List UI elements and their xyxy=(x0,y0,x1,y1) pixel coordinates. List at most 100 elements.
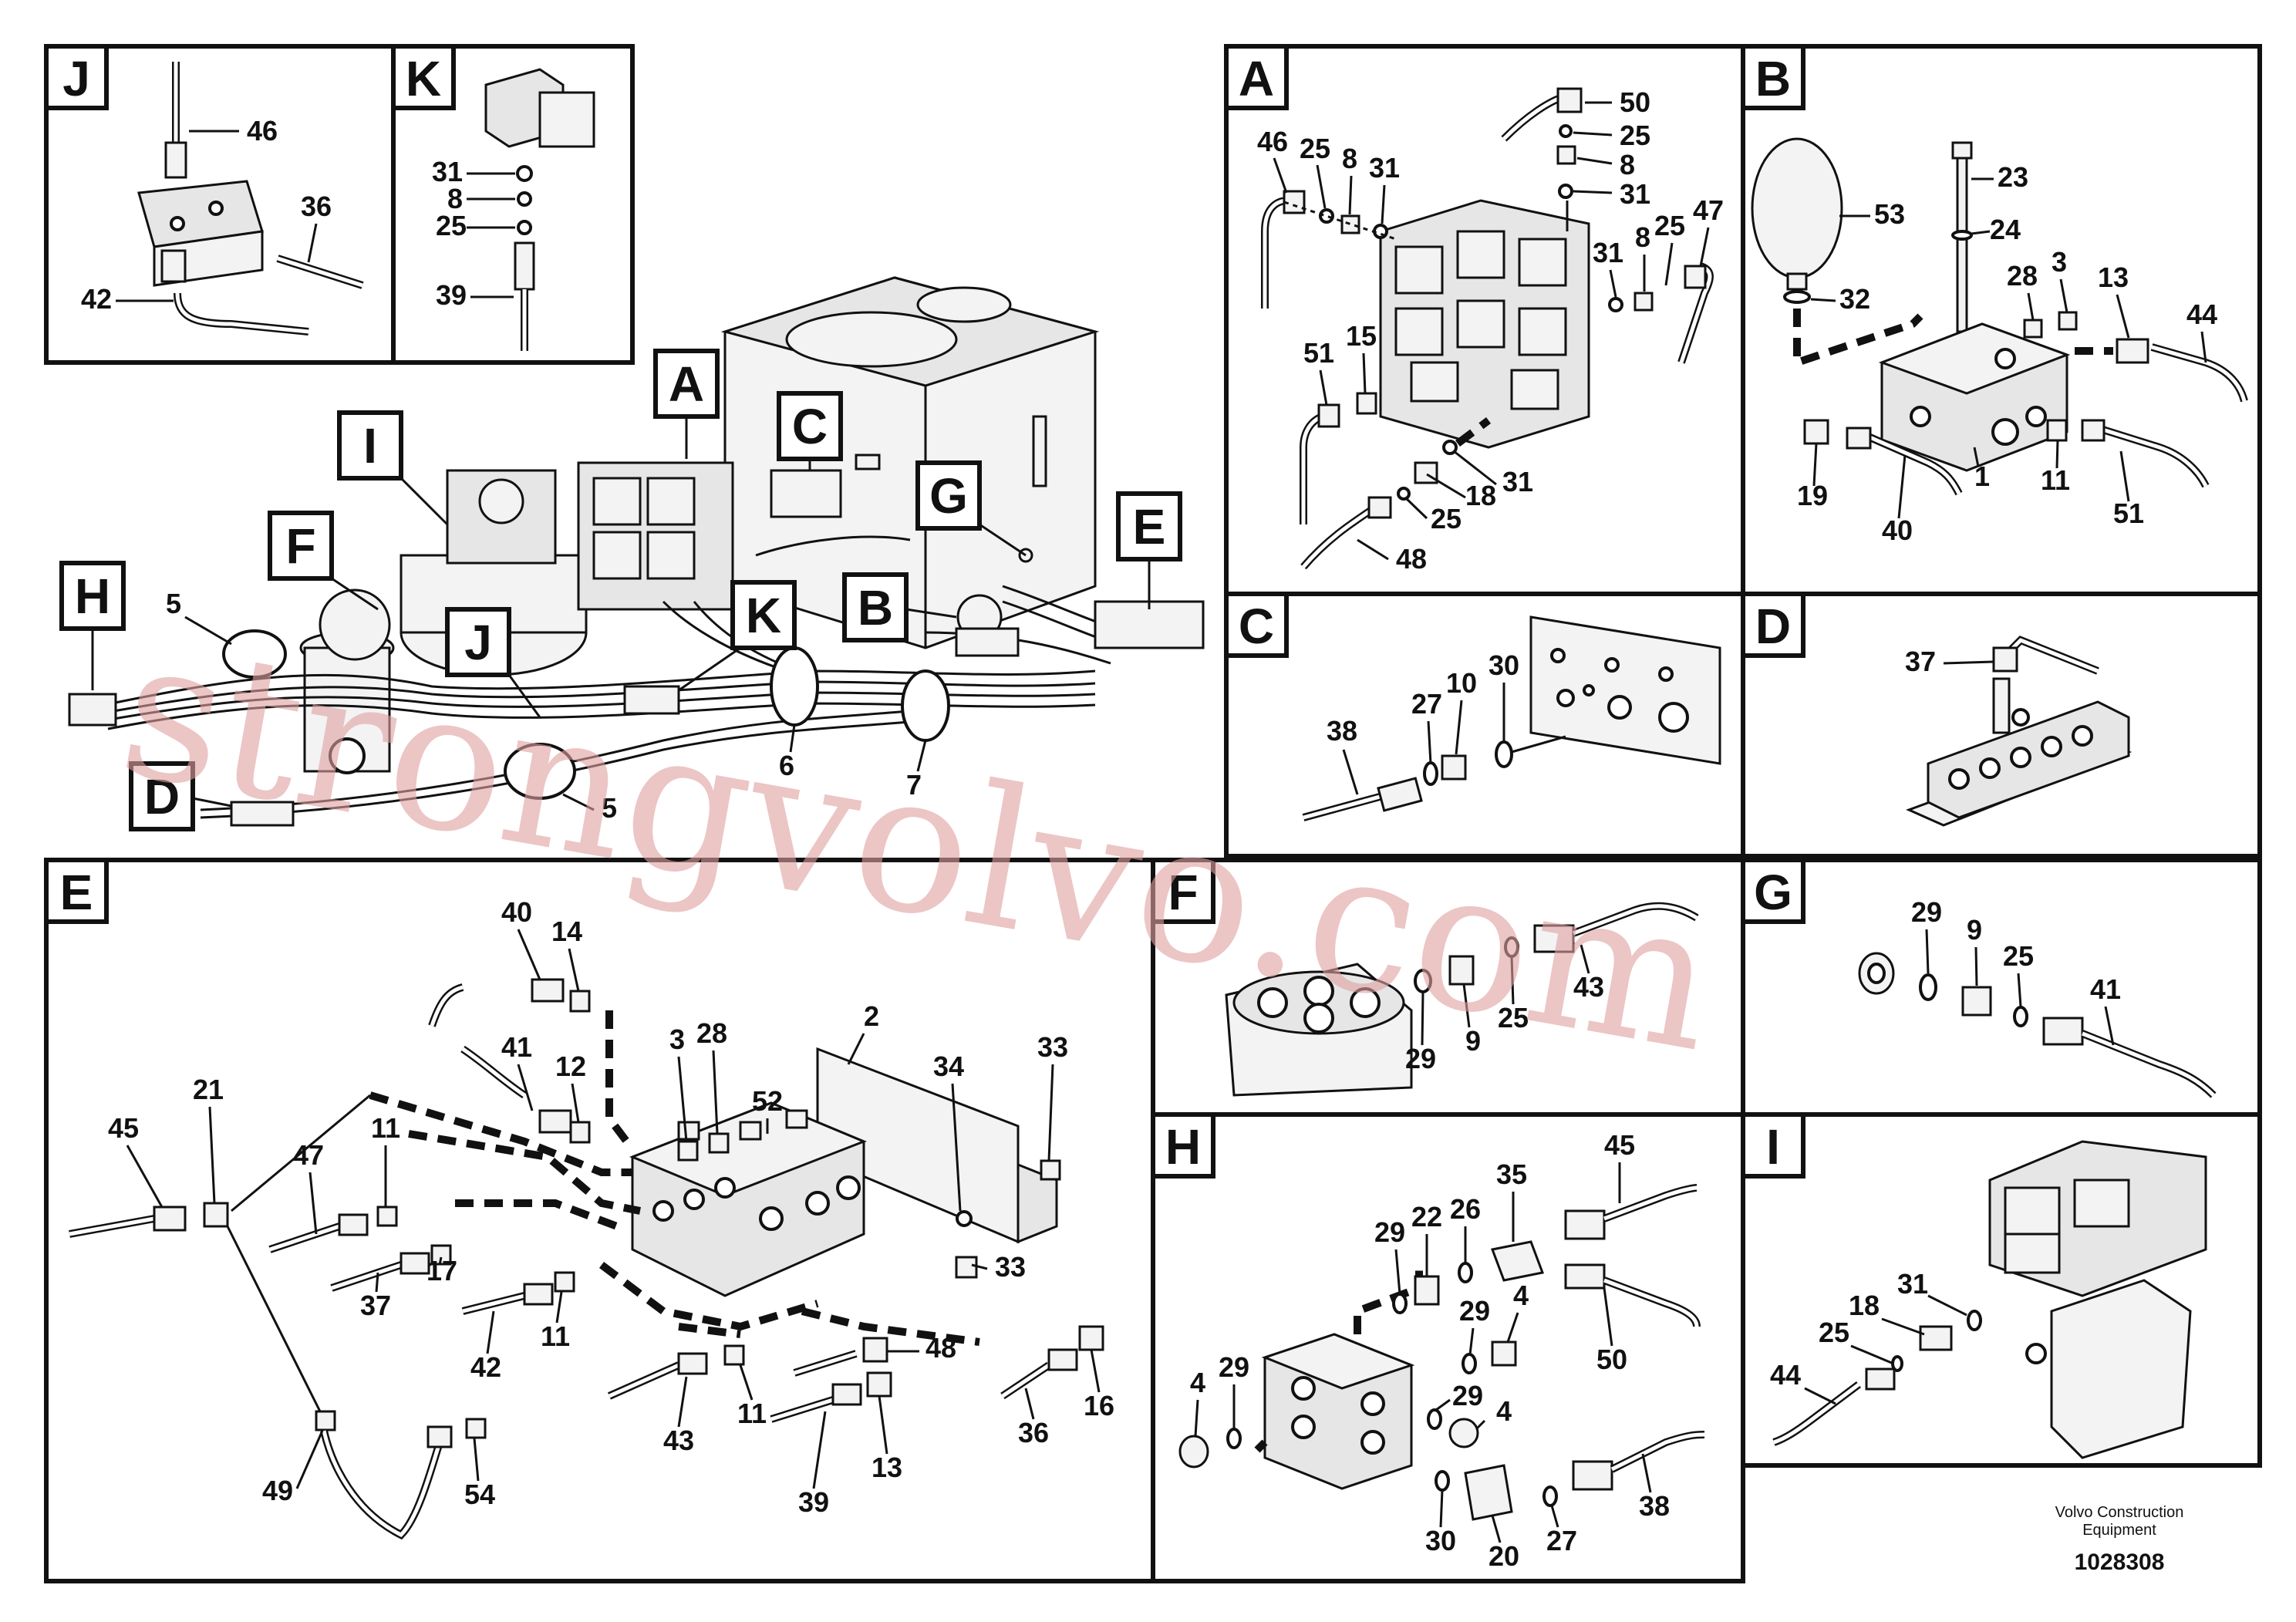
svg-text:8: 8 xyxy=(1635,221,1650,253)
detail-panel-k: K 31 8 25 39 xyxy=(391,44,635,365)
svg-text:29: 29 xyxy=(1374,1216,1405,1248)
svg-text:7: 7 xyxy=(906,769,922,801)
svg-text:I: I xyxy=(1766,1119,1780,1175)
svg-text:14: 14 xyxy=(551,916,582,947)
svg-text:D: D xyxy=(144,769,180,824)
svg-text:21: 21 xyxy=(193,1074,224,1105)
svg-text:45: 45 xyxy=(1604,1129,1635,1161)
svg-text:33: 33 xyxy=(995,1251,1026,1283)
svg-text:25: 25 xyxy=(1498,1002,1529,1034)
svg-text:11: 11 xyxy=(737,1398,767,1429)
svg-text:4: 4 xyxy=(1190,1367,1205,1398)
svg-text:11: 11 xyxy=(2041,464,2070,496)
svg-text:44: 44 xyxy=(1770,1359,1801,1391)
svg-text:15: 15 xyxy=(1346,320,1377,352)
manifold-k xyxy=(623,685,680,715)
overview-assembly: A C I G E F H xyxy=(59,276,1205,831)
svg-text:38: 38 xyxy=(1327,715,1357,747)
svg-text:51: 51 xyxy=(1303,337,1334,369)
callout-F: F xyxy=(268,511,379,611)
svg-text:16: 16 xyxy=(1084,1390,1114,1421)
svg-text:5: 5 xyxy=(166,588,181,619)
svg-text:43: 43 xyxy=(1573,971,1604,1003)
svg-text:8: 8 xyxy=(1620,149,1635,180)
svg-text:25: 25 xyxy=(436,210,467,241)
svg-text:6: 6 xyxy=(779,750,794,781)
svg-text:3: 3 xyxy=(2052,246,2067,278)
svg-text:H: H xyxy=(1165,1119,1201,1175)
svg-text:strongvolvo.com: strongvolvo.com xyxy=(107,595,1731,1095)
svg-text:3: 3 xyxy=(669,1023,685,1055)
detail-panel-h: H 45 35 xyxy=(1151,1112,1745,1583)
svg-text:31: 31 xyxy=(1369,152,1400,184)
svg-text:25: 25 xyxy=(1620,120,1650,151)
detail-panel-a: A xyxy=(1224,44,1745,596)
svg-text:28: 28 xyxy=(696,1017,727,1049)
company-name-2: Equipment xyxy=(2082,1522,2156,1539)
svg-text:32: 32 xyxy=(1839,283,1870,315)
svg-text:27: 27 xyxy=(1411,688,1442,720)
svg-text:5: 5 xyxy=(602,792,617,824)
svg-text:J: J xyxy=(464,615,492,670)
callout-J: J xyxy=(445,607,541,718)
svg-text:18: 18 xyxy=(1849,1290,1880,1321)
svg-text:38: 38 xyxy=(1639,1490,1670,1522)
svg-text:10: 10 xyxy=(1446,667,1477,699)
svg-text:13: 13 xyxy=(2098,261,2129,293)
svg-text:50: 50 xyxy=(1620,86,1650,118)
svg-text:28: 28 xyxy=(2007,260,2038,292)
svg-text:25: 25 xyxy=(1300,133,1330,164)
detail-panel-f: F 43 29 9 25 xyxy=(1151,858,1745,1117)
svg-text:31: 31 xyxy=(432,156,463,187)
svg-text:4: 4 xyxy=(1513,1280,1529,1311)
plate-c xyxy=(770,469,842,518)
svg-text:46: 46 xyxy=(247,115,278,147)
callout-H: H xyxy=(59,561,126,690)
svg-text:49: 49 xyxy=(262,1475,293,1506)
manifold-h xyxy=(68,693,117,727)
callout-D: D xyxy=(129,761,232,831)
svg-text:34: 34 xyxy=(933,1050,964,1082)
svg-text:J: J xyxy=(62,51,90,106)
svg-text:B: B xyxy=(1755,51,1791,106)
svg-text:37: 37 xyxy=(360,1290,391,1321)
svg-text:22: 22 xyxy=(1411,1201,1442,1233)
svg-text:29: 29 xyxy=(1911,896,1942,928)
svg-text:D: D xyxy=(1755,599,1791,654)
svg-text:25: 25 xyxy=(1654,210,1685,241)
svg-text:40: 40 xyxy=(501,896,532,928)
detail-panel-d: D 37 xyxy=(1741,592,2262,858)
watermark: strongvolvo.com xyxy=(107,595,1731,1095)
svg-text:C: C xyxy=(792,399,828,454)
callout-C: C xyxy=(777,391,843,470)
document-number: 1028308 xyxy=(2075,1549,2165,1575)
svg-text:36: 36 xyxy=(1018,1417,1049,1448)
company-name: Volvo Construction xyxy=(2055,1504,2184,1521)
detail-panel-j: J 46 36 42 xyxy=(44,44,396,365)
svg-text:31: 31 xyxy=(1620,178,1650,210)
svg-text:31: 31 xyxy=(1593,237,1623,268)
svg-text:26: 26 xyxy=(1450,1193,1481,1225)
svg-text:25: 25 xyxy=(1819,1317,1849,1348)
svg-text:I: I xyxy=(363,418,377,474)
callout-B: B xyxy=(842,572,957,642)
svg-text:2: 2 xyxy=(864,1000,879,1032)
svg-text:20: 20 xyxy=(1489,1540,1519,1572)
svg-text:42: 42 xyxy=(470,1351,501,1383)
svg-text:9: 9 xyxy=(1967,914,1982,946)
svg-text:44: 44 xyxy=(2186,298,2217,330)
svg-text:29: 29 xyxy=(1452,1380,1483,1411)
svg-text:H: H xyxy=(75,568,110,624)
hose-bundles xyxy=(99,535,1127,819)
svg-text:29: 29 xyxy=(1219,1351,1249,1383)
svg-text:E: E xyxy=(60,865,93,920)
svg-text:8: 8 xyxy=(1342,143,1357,174)
svg-text:52: 52 xyxy=(752,1085,783,1117)
hose-clamps xyxy=(222,629,950,800)
svg-text:48: 48 xyxy=(1396,543,1427,575)
svg-text:1: 1 xyxy=(1974,460,1990,492)
svg-text:47: 47 xyxy=(293,1139,324,1171)
svg-text:39: 39 xyxy=(798,1486,829,1518)
svg-text:51: 51 xyxy=(2113,497,2144,529)
detail-panel-b: B 23 53 xyxy=(1741,44,2262,596)
